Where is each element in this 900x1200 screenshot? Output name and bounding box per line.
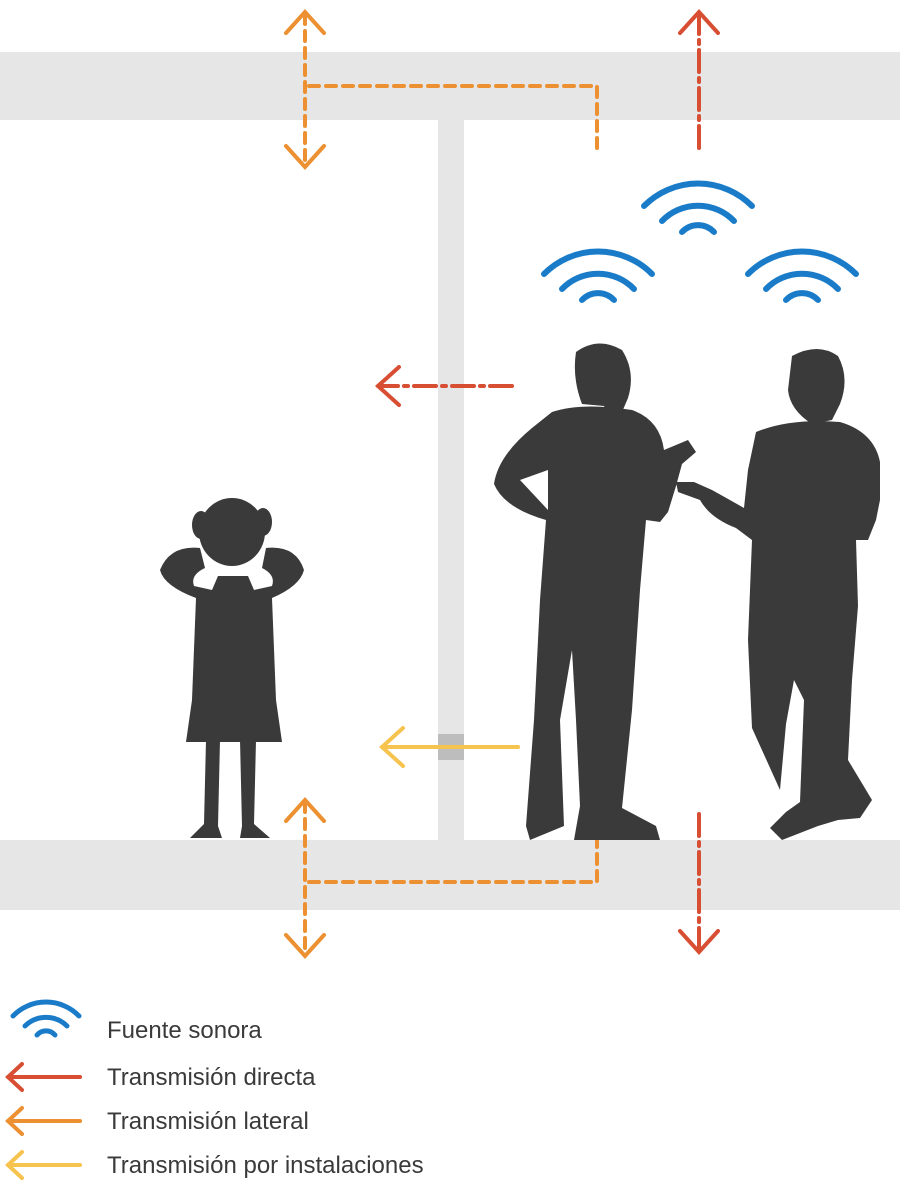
legend-item-source: Fuente sonora bbox=[10, 999, 262, 1044]
partition-wall bbox=[438, 120, 464, 840]
direct-arrowhead-left bbox=[375, 365, 401, 407]
legend-label-direct: Transmisión directa bbox=[107, 1064, 316, 1091]
legend: Fuente sonora Transmisión directa Transm… bbox=[5, 999, 424, 1180]
sound-waves-icon bbox=[541, 248, 655, 303]
arrow-left-icon bbox=[5, 1062, 82, 1092]
legend-item-lateral: Transmisión lateral bbox=[5, 1106, 309, 1136]
sound-waves-icon bbox=[10, 999, 82, 1038]
legend-label-source: Fuente sonora bbox=[107, 1017, 262, 1044]
girl-covering-ears-silhouette bbox=[160, 498, 304, 838]
legend-item-direct: Transmisión directa bbox=[5, 1062, 316, 1092]
lateral-arrowhead-down bbox=[284, 144, 326, 170]
man-leaning-silhouette bbox=[676, 349, 880, 840]
legend-label-lateral: Transmisión lateral bbox=[107, 1108, 309, 1135]
direct-transmission-paths bbox=[375, 9, 720, 955]
building-structure bbox=[0, 52, 900, 910]
lateral-arrowhead-floor-down bbox=[284, 933, 326, 959]
lateral-path-floor bbox=[303, 818, 599, 884]
arrow-left-icon bbox=[5, 1150, 82, 1180]
installations-arrowhead-left bbox=[379, 726, 405, 768]
installations-transmission-path bbox=[379, 726, 520, 768]
sound-waves-icon bbox=[641, 180, 755, 235]
lateral-transmission-paths bbox=[284, 9, 599, 959]
sound-sources bbox=[541, 180, 859, 303]
man-gesturing-silhouette bbox=[494, 343, 696, 840]
direct-arrowhead-up bbox=[678, 9, 720, 35]
lateral-path-ceiling bbox=[303, 84, 599, 150]
legend-item-installations: Transmisión por instalaciones bbox=[5, 1150, 424, 1180]
arrow-left-icon bbox=[5, 1106, 82, 1136]
direct-arrowhead-down bbox=[678, 929, 720, 955]
sound-waves-icon bbox=[745, 248, 859, 303]
lateral-arrowhead-up bbox=[284, 9, 326, 35]
people-silhouettes bbox=[160, 343, 880, 840]
floor-slab bbox=[0, 840, 900, 910]
lateral-arrowhead-floor-up bbox=[284, 797, 326, 823]
legend-label-installations: Transmisión por instalaciones bbox=[107, 1152, 424, 1179]
